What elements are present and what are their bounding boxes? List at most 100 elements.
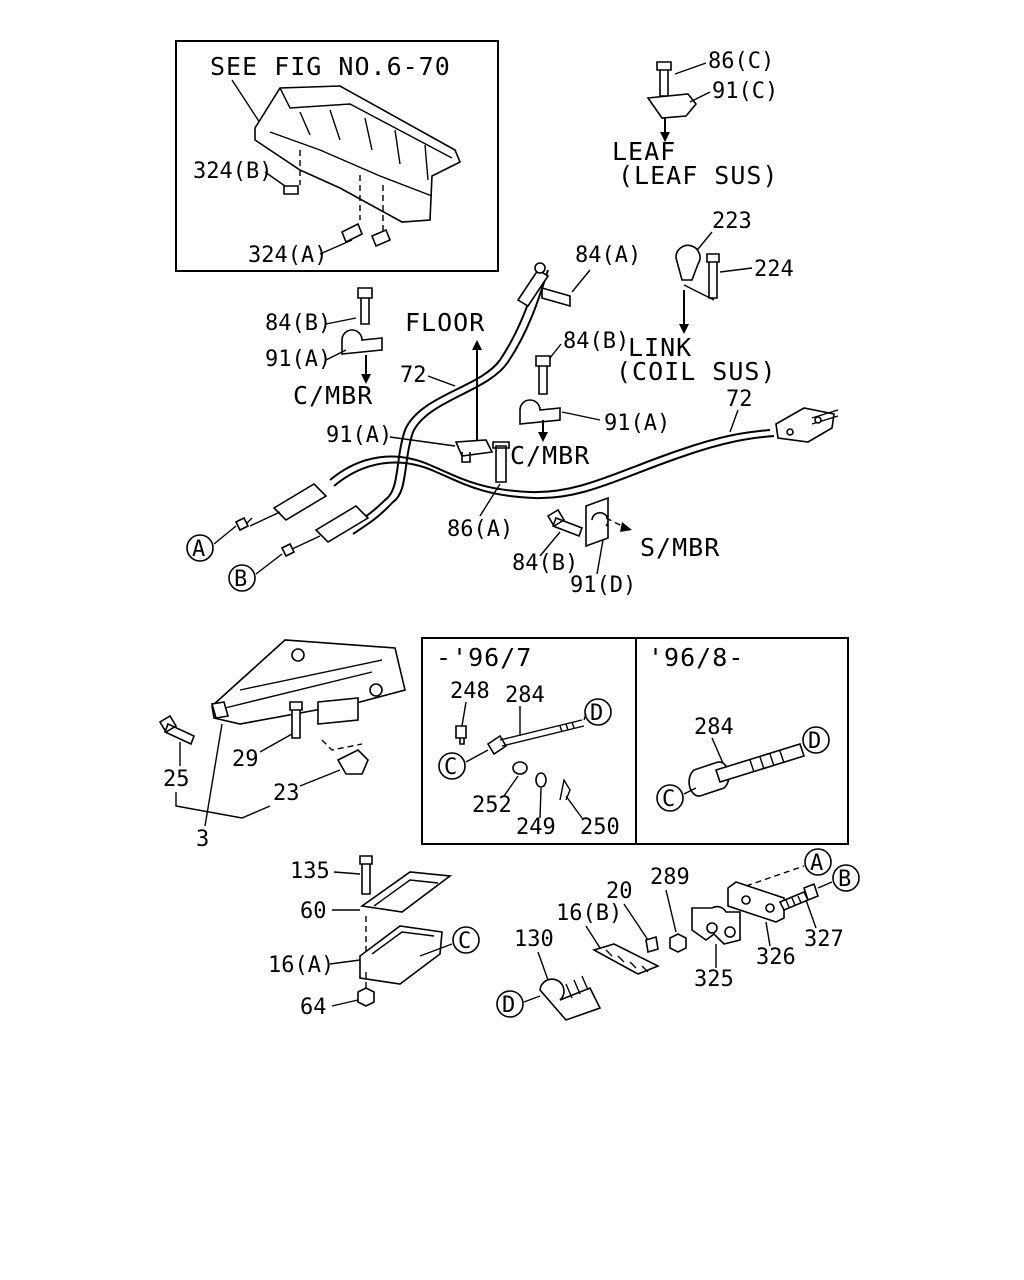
center-clip: 91(A) 86(A): [326, 423, 513, 542]
label-29: 29: [232, 747, 259, 772]
label-324a: 324(A): [248, 243, 327, 268]
label-250: 250: [580, 815, 620, 840]
label-60: 60: [300, 899, 327, 924]
bolt-29: [289, 701, 303, 739]
see-fig-callout: SEE FIG NO.6-70: [210, 52, 451, 81]
floor-callout: FLOOR: [405, 308, 485, 337]
label-64: 64: [300, 995, 327, 1020]
clip-91a-right: [519, 399, 561, 425]
cmbr-upper-callout: C/MBR: [293, 381, 373, 410]
clip-324b: [283, 185, 299, 195]
label-327: 327: [804, 927, 844, 952]
cmbr-mid-callout: C/MBR: [510, 441, 590, 470]
bracket-3: [211, 639, 406, 725]
nut-289: [669, 933, 687, 953]
cotter-250: [559, 778, 571, 801]
bracket-23: [336, 749, 369, 775]
label-284-early: 284: [505, 683, 545, 708]
leaf-sus-callout: (LEAF SUS): [618, 161, 779, 190]
label-135: 135: [290, 859, 330, 884]
cable-ends-left: A B: [186, 482, 370, 592]
label-326: 326: [756, 945, 796, 970]
plate-60: [359, 871, 453, 913]
bolt-84b-top: [357, 287, 373, 325]
clip-324a: [340, 222, 392, 248]
bolt-84b-mid: [535, 355, 551, 395]
clip-91a-mid: [454, 439, 494, 463]
bolt-84a: [541, 286, 571, 308]
leaf-sus-group: 86(C) 91(C) LEAF (LEAF SUS): [612, 49, 779, 190]
inset-early-title: -'96/7: [436, 643, 532, 672]
label-91d: 91(D): [570, 573, 636, 598]
bolt-86a: [492, 441, 510, 483]
washer-252: [512, 761, 528, 775]
clip-91a-top: [341, 329, 383, 355]
label-91a-top: 91(A): [265, 347, 331, 372]
label-86c: 86(C): [708, 49, 774, 74]
pedal-bracket-assembly: 29 25 23 3: [158, 639, 406, 852]
label-84a: 84(A): [575, 243, 641, 268]
label-25: 25: [163, 767, 190, 792]
adjuster-130: [539, 978, 602, 1021]
ref-a-left: A: [192, 537, 205, 562]
bracket-smbr: 84(B) 91(D) S/MBR: [512, 496, 720, 598]
ref-b-left: B: [234, 567, 247, 592]
version-inset: -'96/7 '96/8- 248 284 D C 252 249 250 28…: [421, 637, 849, 845]
floor-arrow: FLOOR: [405, 308, 485, 440]
clip-91d: [585, 496, 609, 548]
bracket-cmbr-upper: 84(B) 91(A) C/MBR: [265, 287, 383, 410]
pin-248: [455, 725, 467, 745]
ref-d-bottom: D: [502, 993, 515, 1018]
washer-249: [535, 772, 547, 788]
floor-panel-inset: SEE FIG NO.6-70 324(B) 324(A): [175, 40, 499, 272]
bolt-224: [706, 253, 720, 299]
label-84b-top: 84(B): [265, 311, 331, 336]
inset-late-title: '96/8-: [648, 643, 744, 672]
smbr-callout: S/MBR: [640, 533, 720, 562]
ref-d-late: D: [808, 729, 821, 754]
bolt-84b-low: [546, 508, 584, 538]
label-289: 289: [650, 865, 690, 890]
rod-284-late: [714, 743, 806, 783]
cable-72-upper: 84(A) 72: [344, 243, 641, 535]
leaf-callout: LEAF: [612, 137, 676, 166]
ref-b-bottom: B: [838, 867, 851, 892]
cable-end-plate: [775, 407, 835, 443]
label-284-late: 284: [694, 715, 734, 740]
bolt-25: [158, 714, 196, 746]
coil-sus-callout: (COIL SUS): [616, 357, 777, 386]
pin-20: [645, 935, 659, 954]
label-91a-mid: 91(A): [326, 423, 392, 448]
nut-64: [357, 987, 375, 1007]
link-callout: LINK: [628, 333, 692, 362]
boot-a: [272, 482, 328, 522]
label-223: 223: [712, 209, 752, 234]
label-3: 3: [196, 827, 209, 852]
label-16a: 16(A): [268, 953, 334, 978]
label-91c: 91(C): [712, 79, 778, 104]
cable-end-upper: [516, 268, 550, 308]
label-72-left: 72: [400, 363, 427, 388]
ref-c-late: C: [662, 787, 675, 812]
bracket-stack: 135 60 16(A) C 64: [268, 855, 480, 1020]
label-130: 130: [514, 927, 554, 952]
label-23: 23: [273, 781, 300, 806]
ref-c-bracket: C: [458, 929, 471, 954]
bracket-cmbr-mid: 84(B) 91(A) C/MBR: [510, 329, 670, 470]
label-16b: 16(B): [556, 901, 622, 926]
coil-sus-group: 223 224 LINK (COIL SUS): [616, 209, 794, 386]
label-84b-mid: 84(B): [563, 329, 629, 354]
label-84b-low: 84(B): [512, 551, 578, 576]
ref-c-early: C: [444, 755, 457, 780]
label-72-right: 72: [726, 387, 753, 412]
label-324b: 324(B): [193, 159, 272, 184]
adjuster-parts: 130 D 16(B) 20 289 325 A 326 B: [496, 848, 860, 1021]
label-248: 248: [450, 679, 490, 704]
floor-panel-drawing: [254, 85, 462, 235]
bolt-86c: [656, 61, 672, 97]
label-249: 249: [516, 815, 556, 840]
label-86a: 86(A): [447, 517, 513, 542]
label-252: 252: [472, 793, 512, 818]
boot-b: [314, 504, 370, 544]
